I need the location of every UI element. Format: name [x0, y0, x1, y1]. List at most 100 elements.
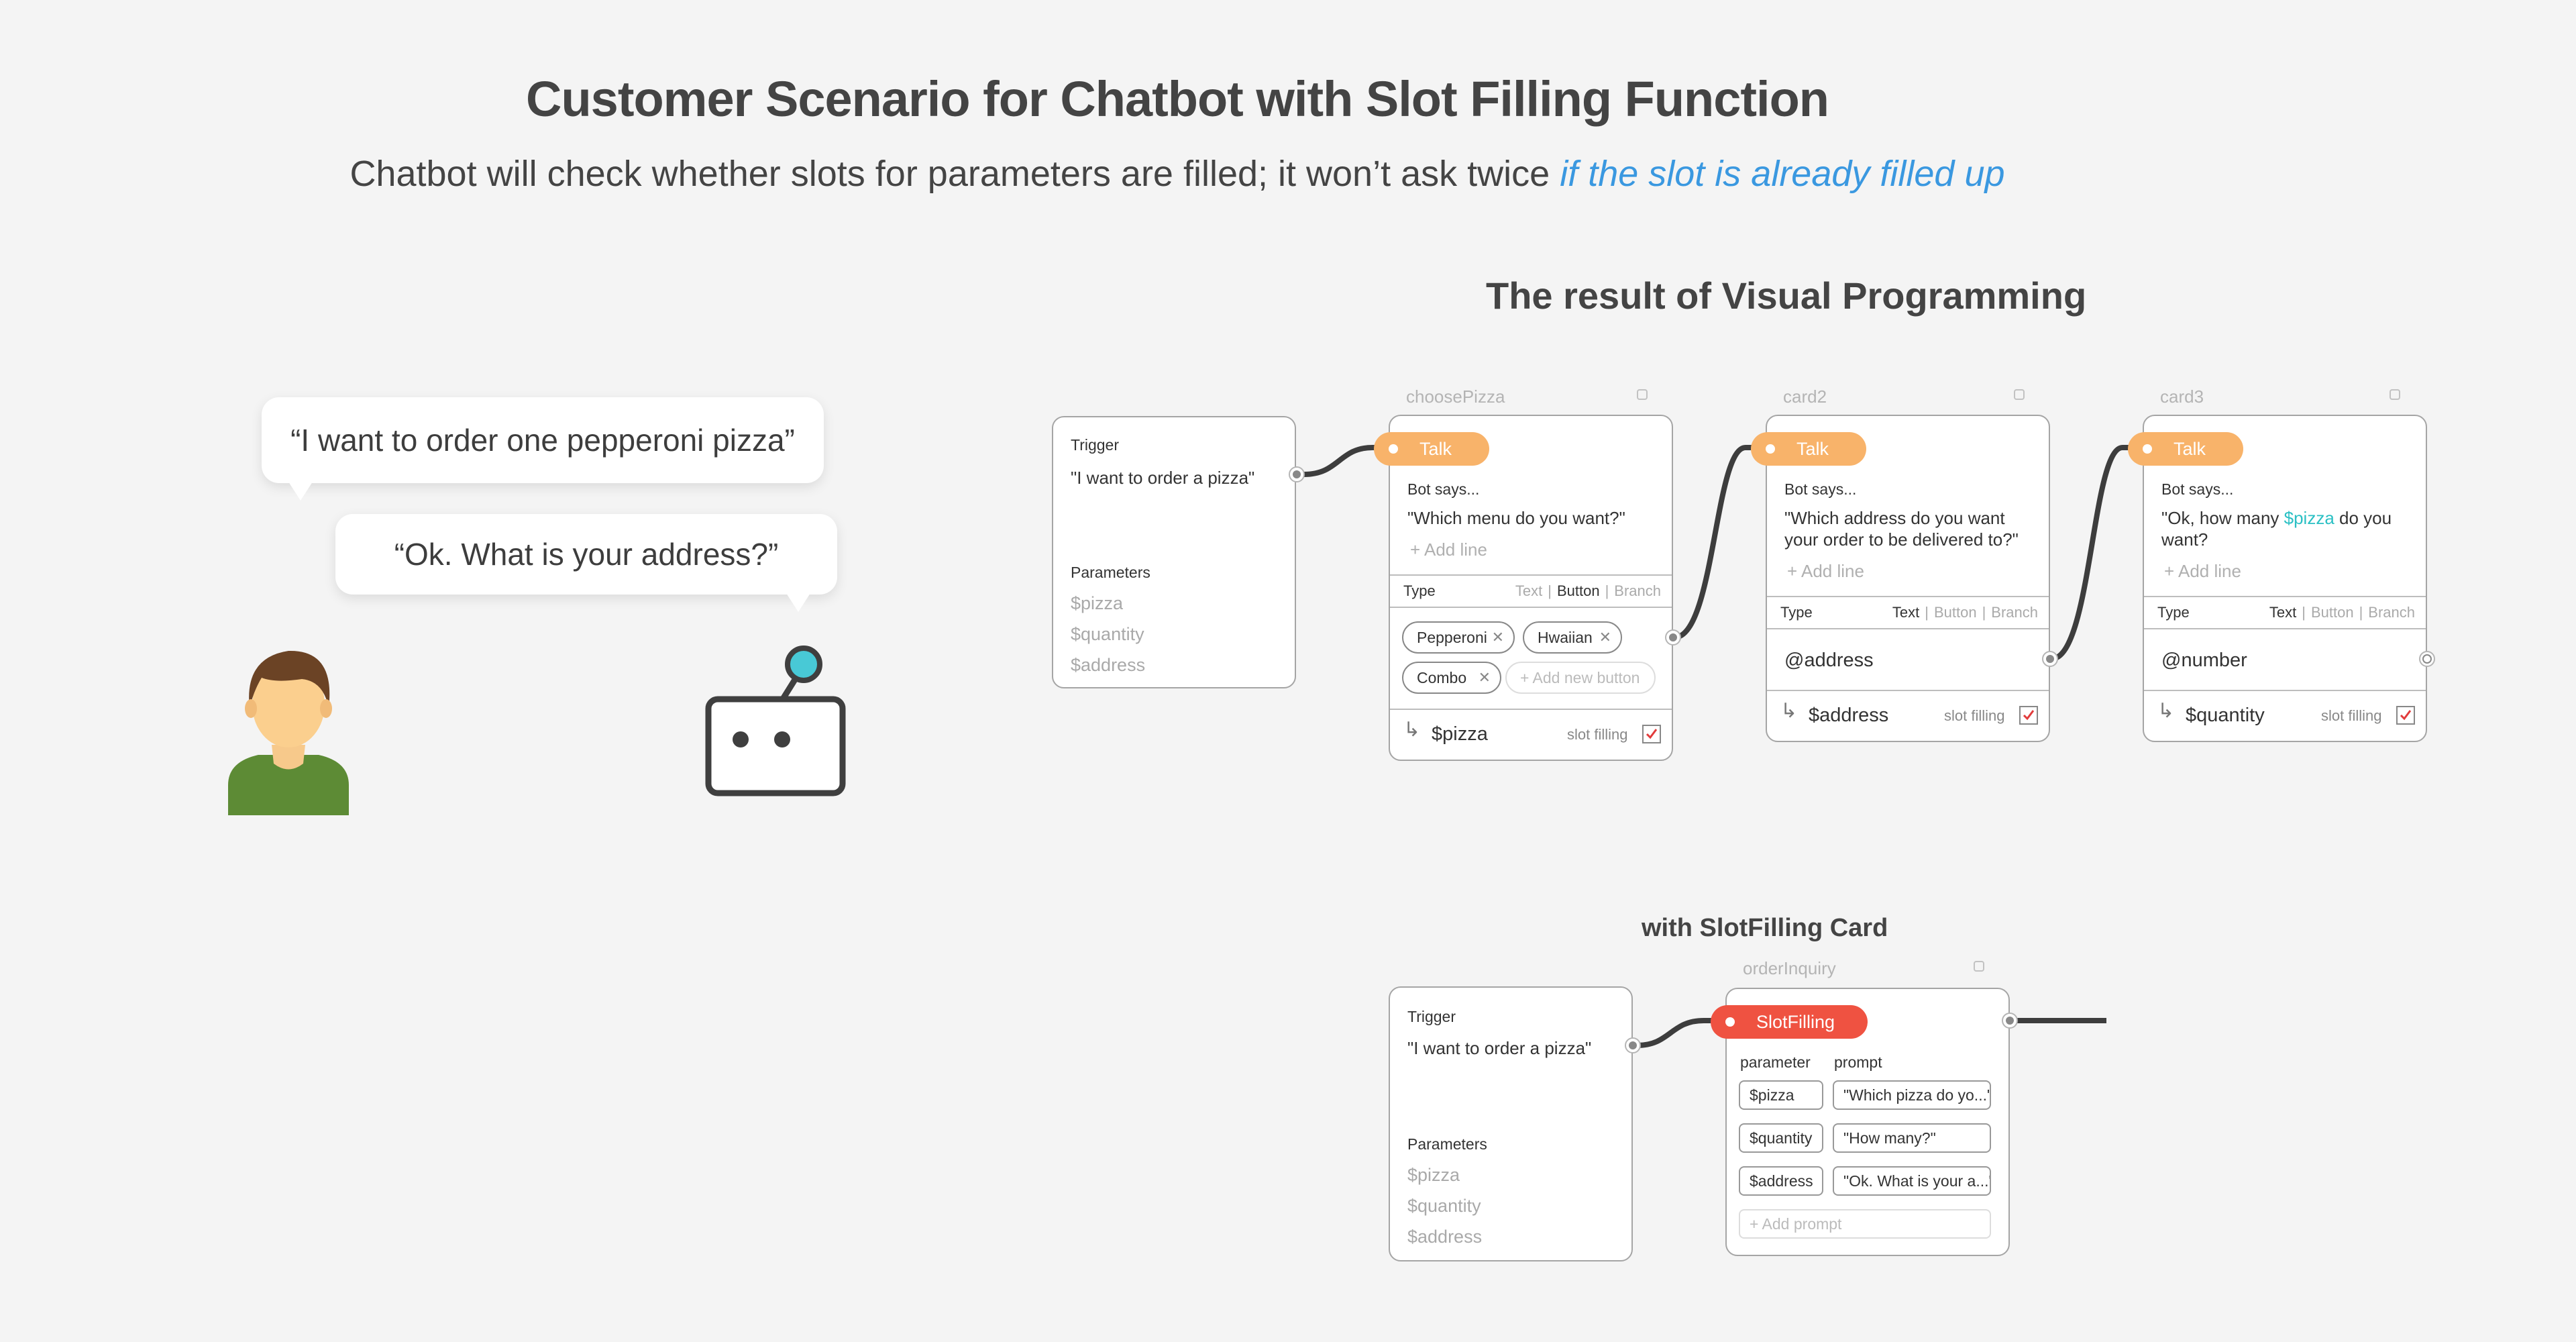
param-pizza: $pizza	[1407, 1165, 1460, 1185]
trigger-output-port[interactable]	[1625, 1037, 1641, 1053]
slot-filling-checkbox[interactable]	[2396, 706, 2415, 725]
param-pizza: $pizza	[1071, 593, 1124, 613]
type-label: Type	[2157, 604, 2190, 621]
divider	[1767, 628, 2049, 629]
remove-icon[interactable]: ✕	[1478, 669, 1491, 686]
slot-parameter-field[interactable]: $pizza	[1739, 1080, 1823, 1110]
divider	[1390, 607, 1672, 608]
trigger-card[interactable]: Trigger "I want to order a pizza" Parame…	[1052, 416, 1296, 688]
type-option-branch[interactable]: Branch	[2368, 604, 2415, 621]
card-menu-icon[interactable]	[2014, 389, 2025, 400]
slot-prompt-field[interactable]: "Ok. What is your a..."	[1833, 1166, 1991, 1196]
user-speech-bubble: “I want to order one pepperoni pizza”	[262, 397, 824, 501]
orderinquiry-output-port[interactable]	[2002, 1013, 2018, 1029]
card-menu-icon[interactable]	[2390, 389, 2400, 400]
card2-output-port[interactable]	[2042, 651, 2058, 667]
choosepizza-output-port[interactable]	[1665, 629, 1681, 646]
slot-parameter-field[interactable]: $quantity	[1739, 1123, 1823, 1153]
trigger-text: "I want to order a pizza"	[1407, 1038, 1592, 1058]
divider	[1767, 690, 2049, 691]
trigger-card-slotfilling[interactable]: Trigger "I want to order a pizza" Parame…	[1389, 986, 1633, 1261]
divider	[2144, 596, 2426, 597]
slot-prompt-field[interactable]: "How many?"	[1833, 1123, 1991, 1153]
card-caption-choosepizza: choosePizza	[1406, 386, 1505, 407]
card-caption-card2: card2	[1783, 386, 1827, 407]
type-option-text[interactable]: Text	[2269, 604, 2297, 621]
slot-parameter-field[interactable]: $address	[1739, 1166, 1823, 1196]
type-option-text[interactable]: Text	[1892, 604, 1920, 621]
return-arrow-icon: ↳	[1403, 719, 1421, 741]
divider	[1390, 574, 1672, 576]
bot-says-label: Bot says...	[2161, 480, 2234, 498]
add-button-label: + Add new button	[1520, 668, 1640, 686]
message-variable: $pizza	[2284, 508, 2334, 528]
bot-says-label: Bot says...	[1784, 480, 1857, 498]
remove-icon[interactable]: ✕	[1599, 629, 1611, 646]
add-prompt-field[interactable]: + Add prompt	[1739, 1209, 1991, 1239]
user-avatar-icon	[228, 650, 349, 815]
prompt-column-label: prompt	[1834, 1053, 1882, 1071]
card-caption-card3: card3	[2160, 386, 2204, 407]
message-text: do you	[2334, 508, 2392, 528]
bot-message-line1: "Ok, how many $pizza do you	[2161, 507, 2392, 529]
subtitle-highlight: if the slot is already filled up	[1560, 154, 2005, 194]
type-option-branch[interactable]: Branch	[1991, 604, 2038, 621]
slot-variable: $pizza	[1432, 723, 1488, 745]
button-chip-hwaiian[interactable]: Hwaiian ✕	[1523, 621, 1622, 654]
talk-pill: Talk	[1751, 432, 1866, 466]
trigger-output-port[interactable]	[1289, 466, 1305, 482]
card3-output-port[interactable]	[2419, 651, 2435, 667]
pill-dot	[1389, 444, 1398, 454]
pill-dot	[1766, 444, 1775, 454]
bot-says-label: Bot says...	[1407, 480, 1480, 498]
talk-pill: Talk	[1374, 432, 1489, 466]
bot-message-line2: want?	[2161, 529, 2208, 550]
trigger-label: Trigger	[1407, 1008, 1456, 1025]
slot-filling-label: slot filling	[2321, 707, 2382, 724]
page-subtitle: Chatbot will check whether slots for par…	[0, 153, 2355, 195]
type-option-button[interactable]: Button	[2310, 604, 2354, 621]
bot-speech-bubble: “Ok. What is your address?”	[335, 514, 837, 612]
param-quantity: $quantity	[1071, 624, 1144, 644]
slot-variable: $quantity	[2186, 705, 2265, 726]
type-options[interactable]: Text|Button|Branch	[1515, 582, 1661, 599]
card-menu-icon[interactable]	[1637, 389, 1648, 400]
card-card2[interactable]: Bot says... "Which address do you want y…	[1766, 415, 2050, 742]
type-option-button[interactable]: Button	[1933, 604, 1977, 621]
slot-variable: $address	[1809, 705, 1889, 726]
slotfilling-pill: SlotFilling	[1711, 1005, 1868, 1039]
entity-label: @address	[1784, 650, 1874, 671]
subtitle-text: Chatbot will check whether slots for par…	[350, 154, 1550, 194]
visual-programming-heading: The result of Visual Programming	[1486, 274, 2087, 317]
wire-trigger-choosepizza	[1303, 445, 1387, 477]
add-button-chip[interactable]: + Add new button	[1505, 662, 1656, 694]
check-icon	[1646, 729, 1658, 739]
type-options[interactable]: Text|Button|Branch	[2269, 604, 2415, 621]
message-text: "Ok, how many	[2161, 508, 2284, 528]
slot-filling-label: slot filling	[1567, 726, 1628, 743]
return-arrow-icon: ↳	[1780, 700, 1798, 722]
add-line-link[interactable]: + Add line	[1787, 561, 1864, 581]
wire-card2-card3	[2051, 445, 2144, 662]
bot-message-line1: "Which address do you want	[1784, 508, 2005, 528]
card-card3[interactable]: Bot says... "Ok, how many $pizza do you …	[2143, 415, 2427, 742]
type-option-branch[interactable]: Branch	[1614, 582, 1661, 599]
type-options[interactable]: Text|Button|Branch	[1892, 604, 2038, 621]
remove-icon[interactable]: ✕	[1491, 629, 1504, 646]
divider	[1390, 709, 1672, 710]
add-line-link[interactable]: + Add line	[1410, 539, 1487, 560]
param-address: $address	[1071, 655, 1146, 675]
button-chip-combo[interactable]: Combo✕	[1402, 662, 1501, 694]
card-choosepizza[interactable]: Bot says... "Which menu do you want?" + …	[1389, 415, 1673, 761]
slot-prompt-field[interactable]: "Which pizza do yo..."	[1833, 1080, 1991, 1110]
type-option-button[interactable]: Button	[1556, 582, 1600, 599]
slot-filling-checkbox[interactable]	[1642, 725, 1661, 743]
chip-label: Hwaiian	[1538, 628, 1593, 646]
type-option-text[interactable]: Text	[1515, 582, 1543, 599]
trigger-label: Trigger	[1071, 436, 1119, 454]
slot-filling-checkbox[interactable]	[2019, 706, 2038, 725]
card-caption-orderinquiry: orderInquiry	[1743, 958, 1836, 978]
card-menu-icon[interactable]	[1974, 961, 1984, 972]
add-line-link[interactable]: + Add line	[2164, 561, 2241, 581]
button-chip-pepperoni[interactable]: Pepperoni✕	[1402, 621, 1515, 654]
